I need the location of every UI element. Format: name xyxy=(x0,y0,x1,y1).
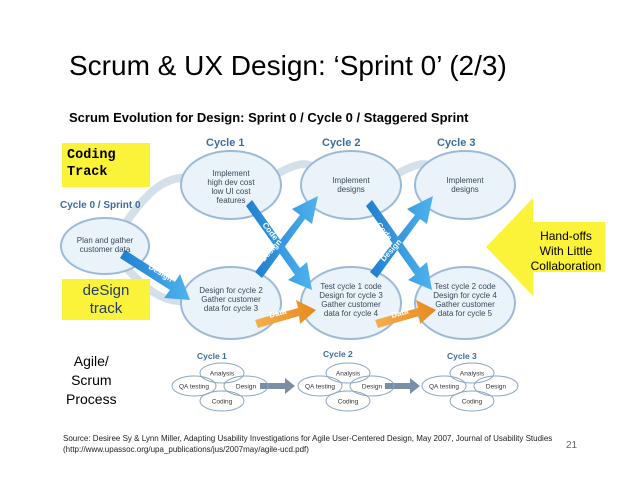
top-ellipse-cycle-2 xyxy=(300,150,402,220)
code-arrows xyxy=(255,196,433,278)
cycle0-label: Cycle 0 / Sprint 0 xyxy=(60,200,141,211)
scrum-process xyxy=(260,378,420,394)
arrow-label-data-1: Data xyxy=(268,307,288,320)
scrum-cycle-label-2: Cycle 2 xyxy=(323,349,353,359)
scrum-arrow-2 xyxy=(385,378,420,394)
cycle-header-3: Cycle 3 xyxy=(437,137,476,149)
design-arrows xyxy=(120,200,432,300)
top-ellipse-cycle-1 xyxy=(180,150,282,220)
agile-scrum-label: Agile/ Scrum Process xyxy=(66,353,117,407)
handoffs-arrow xyxy=(486,198,605,296)
design-track-label: deSign track xyxy=(62,279,150,320)
slide-title: Scrum & UX Design: ‘Sprint 0’ (2/3) xyxy=(69,50,507,81)
page-number: 21 xyxy=(566,440,578,451)
bottom-ellipse-cycle-3 xyxy=(414,266,516,340)
source-citation: Source: Desiree Sy & Lynn Miller, Adapti… xyxy=(63,434,553,454)
arrow-label-data-2: Data xyxy=(390,307,410,320)
scrum-arrow-1 xyxy=(260,378,295,394)
cycle-header-1: Cycle 1 xyxy=(206,137,245,149)
coding-track-label: Coding Track xyxy=(62,143,150,187)
scrum-cycle-label-3: Cycle 3 xyxy=(447,351,477,361)
data-arrows xyxy=(255,300,436,328)
slide-subtitle: Scrum Evolution for Design: Sprint 0 / C… xyxy=(69,110,469,125)
top-ellipse-cycle-3 xyxy=(414,150,516,220)
scrum-cycle-label-1: Cycle 1 xyxy=(197,351,227,361)
cycle-header-2: Cycle 2 xyxy=(322,137,361,149)
